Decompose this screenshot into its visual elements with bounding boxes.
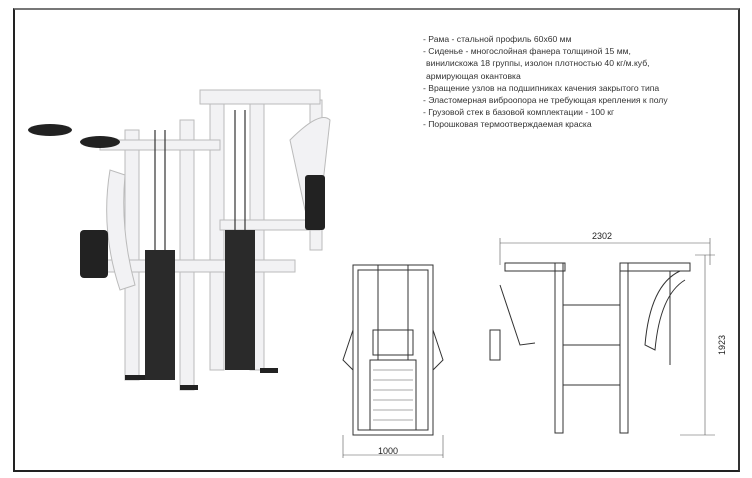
spec-line: - Порошковая термоотверждаемая краска [423, 119, 592, 130]
length-dimension-label: 2302 [592, 231, 613, 241]
machine-render [28, 89, 331, 391]
spec-line: армирующая окантовка [426, 70, 521, 81]
spec-line: - Грузовой стек в базовой комплектации -… [423, 107, 615, 118]
width-dimension-label: 1000 [378, 446, 399, 456]
side-view-drawing [489, 238, 715, 436]
specifications-list: - Рама - стальной профиль 60x60 мм - Сид… [423, 33, 743, 131]
sheet-frame [13, 8, 740, 472]
spec-line: винилискожа 18 группы, изолон плотностью… [426, 58, 650, 69]
spec-line: - Сиденье - многослойная фанера толщиной… [423, 46, 631, 57]
spec-line: - Рама - стальной профиль 60x60 мм [423, 34, 572, 44]
height-dimension-label: 1923 [717, 334, 728, 356]
spec-line: - Эластомерная виброопора не требующая к… [423, 95, 668, 106]
spec-line: - Вращение узлов на подшипниках качения … [423, 82, 660, 93]
front-view-drawing [342, 264, 444, 458]
